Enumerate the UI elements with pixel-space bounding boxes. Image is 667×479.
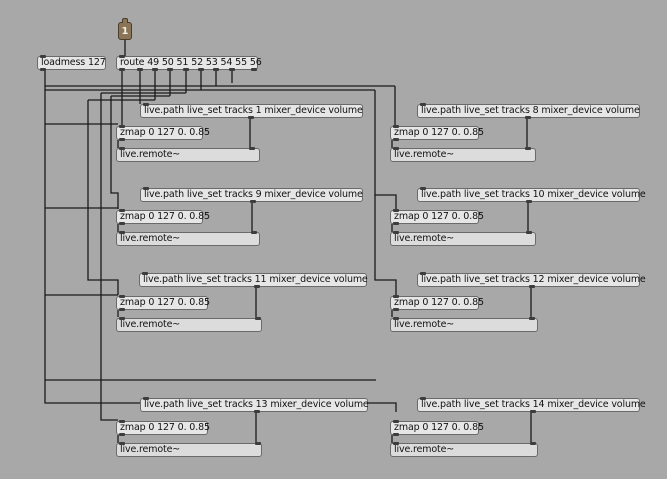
- zmap-label: zmap 0 127 0. 0.85: [394, 127, 484, 138]
- live-path-object[interactable]: live.path live_set tracks 8 mixer_device…: [417, 103, 640, 119]
- live-path-object[interactable]: live.path live_set tracks 1 mixer_device…: [140, 103, 363, 119]
- live-remote-label: live.remote~: [394, 233, 455, 244]
- live-path-object[interactable]: live.path live_set tracks 10 mixer_devic…: [417, 187, 646, 203]
- route-label: route 49 50 51 52 53 54 55 56: [120, 57, 262, 68]
- zmap-object[interactable]: zmap 0 127 0. 0.85: [116, 209, 210, 225]
- live-remote-object[interactable]: live.remote~: [116, 442, 262, 457]
- zmap-object[interactable]: zmap 0 127 0. 0.85: [116, 420, 210, 436]
- live-path-label: live.path live_set tracks 12 mixer_devic…: [421, 274, 646, 285]
- loadmess-label: loadmess 127: [41, 57, 106, 68]
- zmap-object[interactable]: zmap 0 127 0. 0.85: [116, 125, 210, 141]
- zmap-label: zmap 0 127 0. 0.85: [120, 422, 210, 433]
- zmap-label: zmap 0 127 0. 0.85: [394, 211, 484, 222]
- number-box-value: 1: [121, 26, 129, 37]
- live-remote-object[interactable]: live.remote~: [390, 231, 536, 246]
- live-path-object[interactable]: live.path live_set tracks 14 mixer_devic…: [417, 397, 646, 413]
- live-remote-label: live.remote~: [394, 444, 455, 455]
- zmap-object[interactable]: zmap 0 127 0. 0.85: [116, 295, 210, 311]
- zmap-object[interactable]: zmap 0 127 0. 0.85: [390, 295, 484, 311]
- live-path-label: live.path live_set tracks 11 mixer_devic…: [143, 274, 368, 285]
- zmap-label: zmap 0 127 0. 0.85: [394, 422, 484, 433]
- live-remote-object[interactable]: live.remote~: [390, 317, 538, 332]
- zmap-object[interactable]: zmap 0 127 0. 0.85: [390, 420, 484, 436]
- live-path-object[interactable]: live.path live_set tracks 12 mixer_devic…: [417, 272, 646, 288]
- live-remote-object[interactable]: live.remote~: [116, 317, 262, 332]
- live-path-object[interactable]: live.path live_set tracks 9 mixer_device…: [140, 187, 363, 203]
- live-path-label: live.path live_set tracks 8 mixer_device…: [421, 105, 640, 116]
- live-remote-label: live.remote~: [394, 149, 455, 160]
- live-path-label: live.path live_set tracks 1 mixer_device…: [144, 105, 363, 116]
- zmap-label: zmap 0 127 0. 0.85: [120, 127, 210, 138]
- live-remote-object[interactable]: live.remote~: [116, 147, 260, 162]
- live-path-label: live.path live_set tracks 9 mixer_device…: [144, 189, 363, 200]
- live-remote-object[interactable]: live.remote~: [390, 442, 538, 457]
- live-path-label: live.path live_set tracks 13 mixer_devic…: [144, 399, 369, 410]
- number-box[interactable]: 1: [118, 18, 132, 40]
- zmap-label: zmap 0 127 0. 0.85: [394, 297, 484, 308]
- zmap-label: zmap 0 127 0. 0.85: [120, 211, 210, 222]
- live-remote-label: live.remote~: [120, 444, 181, 455]
- live-remote-label: live.remote~: [394, 319, 455, 330]
- zmap-object[interactable]: zmap 0 127 0. 0.85: [390, 209, 484, 225]
- live-remote-label: live.remote~: [120, 233, 181, 244]
- live-remote-object[interactable]: live.remote~: [116, 231, 260, 246]
- live-path-label: live.path live_set tracks 14 mixer_devic…: [421, 399, 646, 410]
- live-path-object[interactable]: live.path live_set tracks 13 mixer_devic…: [140, 397, 369, 413]
- route-object[interactable]: route 49 50 51 52 53 54 55 56: [116, 55, 262, 71]
- live-remote-label: live.remote~: [120, 319, 181, 330]
- live-remote-label: live.remote~: [120, 149, 181, 160]
- live-remote-object[interactable]: live.remote~: [390, 147, 536, 162]
- live-path-label: live.path live_set tracks 10 mixer_devic…: [421, 189, 646, 200]
- zmap-label: zmap 0 127 0. 0.85: [120, 297, 210, 308]
- live-path-object[interactable]: live.path live_set tracks 11 mixer_devic…: [139, 272, 368, 288]
- loadmess-object[interactable]: loadmess 127: [37, 55, 106, 71]
- zmap-object[interactable]: zmap 0 127 0. 0.85: [390, 125, 484, 141]
